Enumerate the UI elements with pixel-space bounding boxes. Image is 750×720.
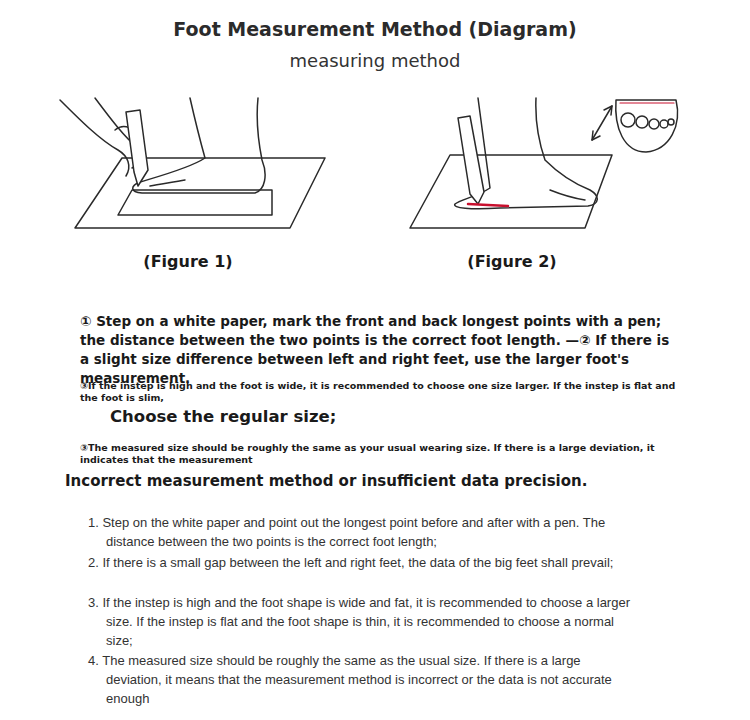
page-title: Foot Measurement Method (Diagram) — [0, 18, 750, 40]
list-item: 2. If there is a small gap between the l… — [88, 553, 636, 572]
figure-label: (Figure 1) — [88, 252, 288, 271]
instruction-text: ① Step on a white paper, mark the front … — [80, 312, 680, 388]
figure-one — [60, 98, 325, 228]
instruction-text: Incorrect measurement method or insuffic… — [65, 472, 587, 490]
figure-label: (Figure 2) — [412, 252, 612, 271]
list-item: 4. The measured size should be roughly t… — [88, 651, 636, 708]
subtitle: measuring method — [0, 50, 750, 71]
instruction-text: ③The measured size should be roughly the… — [80, 442, 680, 466]
instruction-text: ③If the instep is high and the foot is w… — [80, 380, 680, 404]
list-item: 3. If the instep is high and the foot sh… — [88, 593, 636, 650]
instruction-text: Choose the regular size; — [110, 407, 336, 426]
figure-two — [410, 98, 678, 228]
list-item: 1. Step on the white paper and point out… — [88, 513, 636, 551]
